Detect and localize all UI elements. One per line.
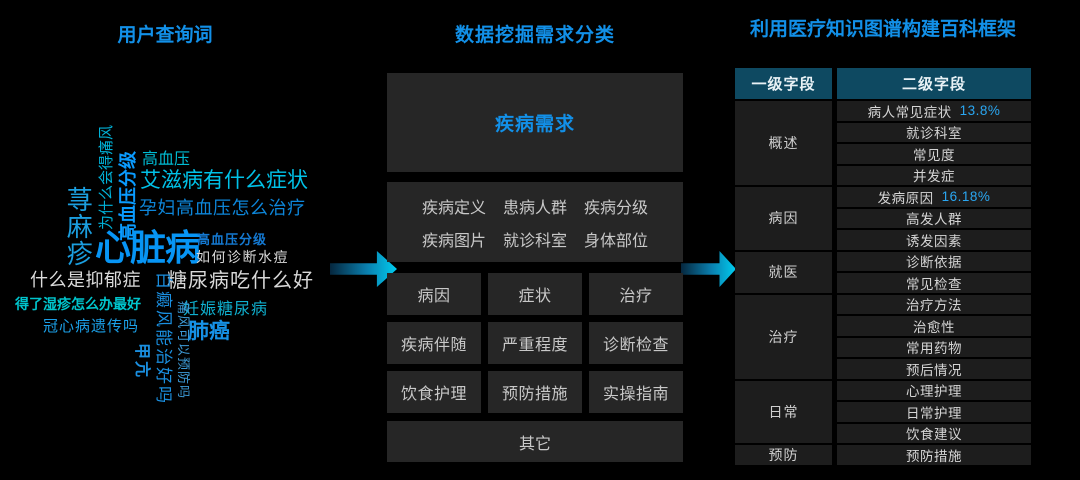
field-label: 预防措施 (906, 448, 962, 464)
subtopic-label: 疾病分级 (584, 199, 649, 217)
subtopic-label: 疾病定义 (421, 199, 486, 217)
table-row: 发病原因 16.18% (837, 187, 1031, 207)
field-label: 诊断依据 (906, 255, 962, 271)
table-row: 就诊科室 (837, 122, 1031, 142)
field-label: 预后情况 (906, 362, 962, 378)
field-label: 病人常见症状 (867, 104, 952, 120)
category-cell: 饮食护理 (387, 371, 481, 413)
field-label: 治愈性 (913, 319, 955, 335)
group-label: 日常 (735, 380, 832, 443)
table-row: 饮食建议 (837, 423, 1031, 443)
group-label: 治疗 (735, 294, 832, 379)
knowledge-graph-title: 利用医疗知识图谱构建百科框架 (749, 19, 1016, 40)
category-cell: 病因 (387, 273, 481, 315)
cloud-word: 艾滋病有什么症状 (140, 169, 308, 192)
table-row: 诊断依据 (837, 251, 1031, 271)
field-label: 日常护理 (906, 405, 962, 421)
cloud-word: 甲亢 (133, 343, 150, 380)
subtopic-label: 身体部位 (584, 232, 649, 250)
other-category-box: 其它 (387, 421, 683, 462)
group-label: 预防 (735, 445, 832, 465)
field-percent: 16.18% (941, 189, 991, 205)
cloud-word: 痛风可以预防吗 (176, 301, 191, 400)
table-header-level2: 二级字段 (837, 68, 1031, 99)
cloud-word: 高血压分级 (197, 232, 268, 247)
cloud-word: 冠心病遗传吗 (43, 318, 140, 335)
cloud-word: 得了湿疹怎么办最好 (15, 296, 141, 312)
field-label: 常见检查 (906, 276, 962, 292)
field-label: 高发人群 (906, 212, 962, 228)
field-label: 就诊科室 (906, 126, 962, 142)
disease-subtopics-box: 疾病定义 患病人群 疾病分级 疾病图片 就诊科室 身体部位 (387, 182, 683, 262)
cloud-word: 妊娠糖尿病 (183, 301, 269, 318)
group-label: 概述 (735, 101, 832, 185)
table-row: 并发症 (837, 165, 1031, 185)
cloud-word: 肺癌 (188, 320, 230, 343)
field-label: 诱发因素 (906, 233, 962, 249)
field-label: 饮食建议 (906, 427, 962, 443)
category-cell: 疾病伴随 (387, 322, 481, 364)
subtopics-row: 疾病图片 就诊科室 身体部位 (422, 227, 648, 251)
table-row: 病人常见症状 13.8% (837, 101, 1031, 121)
cloud-word: 什么是抑郁症 (30, 270, 141, 290)
field-label: 发病原因 (877, 190, 934, 206)
table-row: 预后情况 (837, 359, 1031, 379)
field-label: 治疗方法 (906, 298, 962, 314)
wordcloud-title: 用户查询词 (117, 25, 213, 46)
category-cell: 严重程度 (488, 322, 582, 364)
right-arrow-icon (681, 251, 736, 287)
table-header-level1: 一级字段 (735, 68, 832, 99)
field-label: 常见度 (913, 147, 955, 163)
table-row: 常用药物 (837, 337, 1031, 357)
table-row: 常见度 (837, 144, 1031, 164)
category-cell: 治疗 (589, 273, 683, 315)
subtopic-label: 就诊科室 (502, 232, 567, 250)
field-percent: 13.8% (959, 103, 1001, 119)
field-label: 心理护理 (906, 384, 962, 400)
category-cell: 症状 (488, 273, 582, 315)
table-row: 预防措施 (837, 445, 1031, 465)
table-row: 高发人群 (837, 208, 1031, 228)
category-cell: 诊断检查 (589, 322, 683, 364)
field-label: 常用药物 (906, 341, 962, 357)
cloud-word: 荨麻疹 (63, 186, 94, 267)
group-label: 就医 (735, 251, 832, 293)
table-row: 治愈性 (837, 316, 1031, 336)
category-cell: 实操指南 (589, 371, 683, 413)
group-label: 病因 (735, 187, 832, 250)
cloud-word: 如何诊断水痘 (196, 249, 289, 265)
framework-table: 一级字段 二级字段 概述 病人常见症状 13.8% 就诊科室 常见度 并发症 病… (735, 68, 1031, 465)
field-label: 并发症 (913, 169, 955, 185)
subtopic-label: 患病人群 (502, 199, 567, 217)
table-row: 心理护理 (837, 380, 1031, 400)
cloud-word: 糖尿病吃什么好 (167, 270, 314, 292)
subtopic-label: 疾病图片 (421, 232, 486, 250)
cloud-word: 高血压 (142, 151, 191, 168)
category-grid: 病因 症状 治疗 疾病伴随 严重程度 诊断检查 饮食护理 预防措施 实操指南 (387, 273, 683, 413)
mining-title: 数据挖掘需求分类 (454, 25, 615, 46)
subtopics-row: 疾病定义 患病人群 疾病分级 (422, 194, 648, 218)
table-row: 诱发因素 (837, 230, 1031, 250)
disease-need-box: 疾病需求 (387, 73, 683, 172)
category-cell: 预防措施 (488, 371, 582, 413)
cloud-word: 孕妇高血压怎么治疗 (139, 198, 306, 218)
cloud-word: 心脏病 (95, 227, 201, 268)
table-row: 治疗方法 (837, 294, 1031, 314)
cloud-word: 白癜风能治好吗 (154, 272, 173, 405)
table-row: 日常护理 (837, 402, 1031, 422)
table-row: 常见检查 (837, 273, 1031, 293)
cloud-word: 为什么会得痛风 (98, 124, 115, 230)
